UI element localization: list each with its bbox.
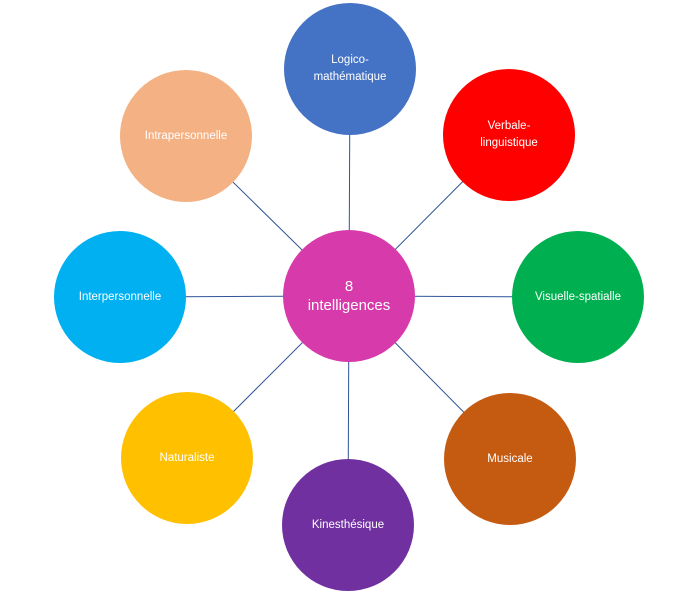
- center-circle: 8 intelligences: [283, 230, 415, 362]
- node-label-naturaliste: Naturaliste: [159, 451, 215, 464]
- node-musicale: Musicale: [444, 393, 576, 525]
- node-visuelle-spatialle: Visuelle-spatialle: [512, 231, 644, 363]
- node-label-musicale: Musicale: [487, 452, 533, 465]
- center-label: 8 intelligences: [307, 278, 391, 314]
- node-intrapersonnelle: Intrapersonnelle: [120, 70, 252, 202]
- node-kinesthesique: Kinesthésique: [282, 459, 414, 591]
- node-label-verbale-linguistique: Verbale- linguistique: [480, 120, 538, 149]
- node-label-kinesthesique: Kinesthésique: [311, 518, 385, 531]
- node-logico-mathematique: Logico- mathématique: [284, 3, 416, 135]
- node-label-interpersonnelle: Interpersonnelle: [78, 290, 162, 303]
- node-verbale-linguistique: Verbale- linguistique: [443, 69, 575, 201]
- node-label-logico-mathematique: Logico- mathématique: [313, 54, 387, 83]
- node-interpersonnelle: Interpersonnelle: [54, 231, 186, 363]
- node-naturaliste: Naturaliste: [121, 392, 253, 524]
- node-label-intrapersonnelle: Intrapersonnelle: [144, 129, 228, 142]
- node-label-visuelle-spatialle: Visuelle-spatialle: [534, 290, 622, 303]
